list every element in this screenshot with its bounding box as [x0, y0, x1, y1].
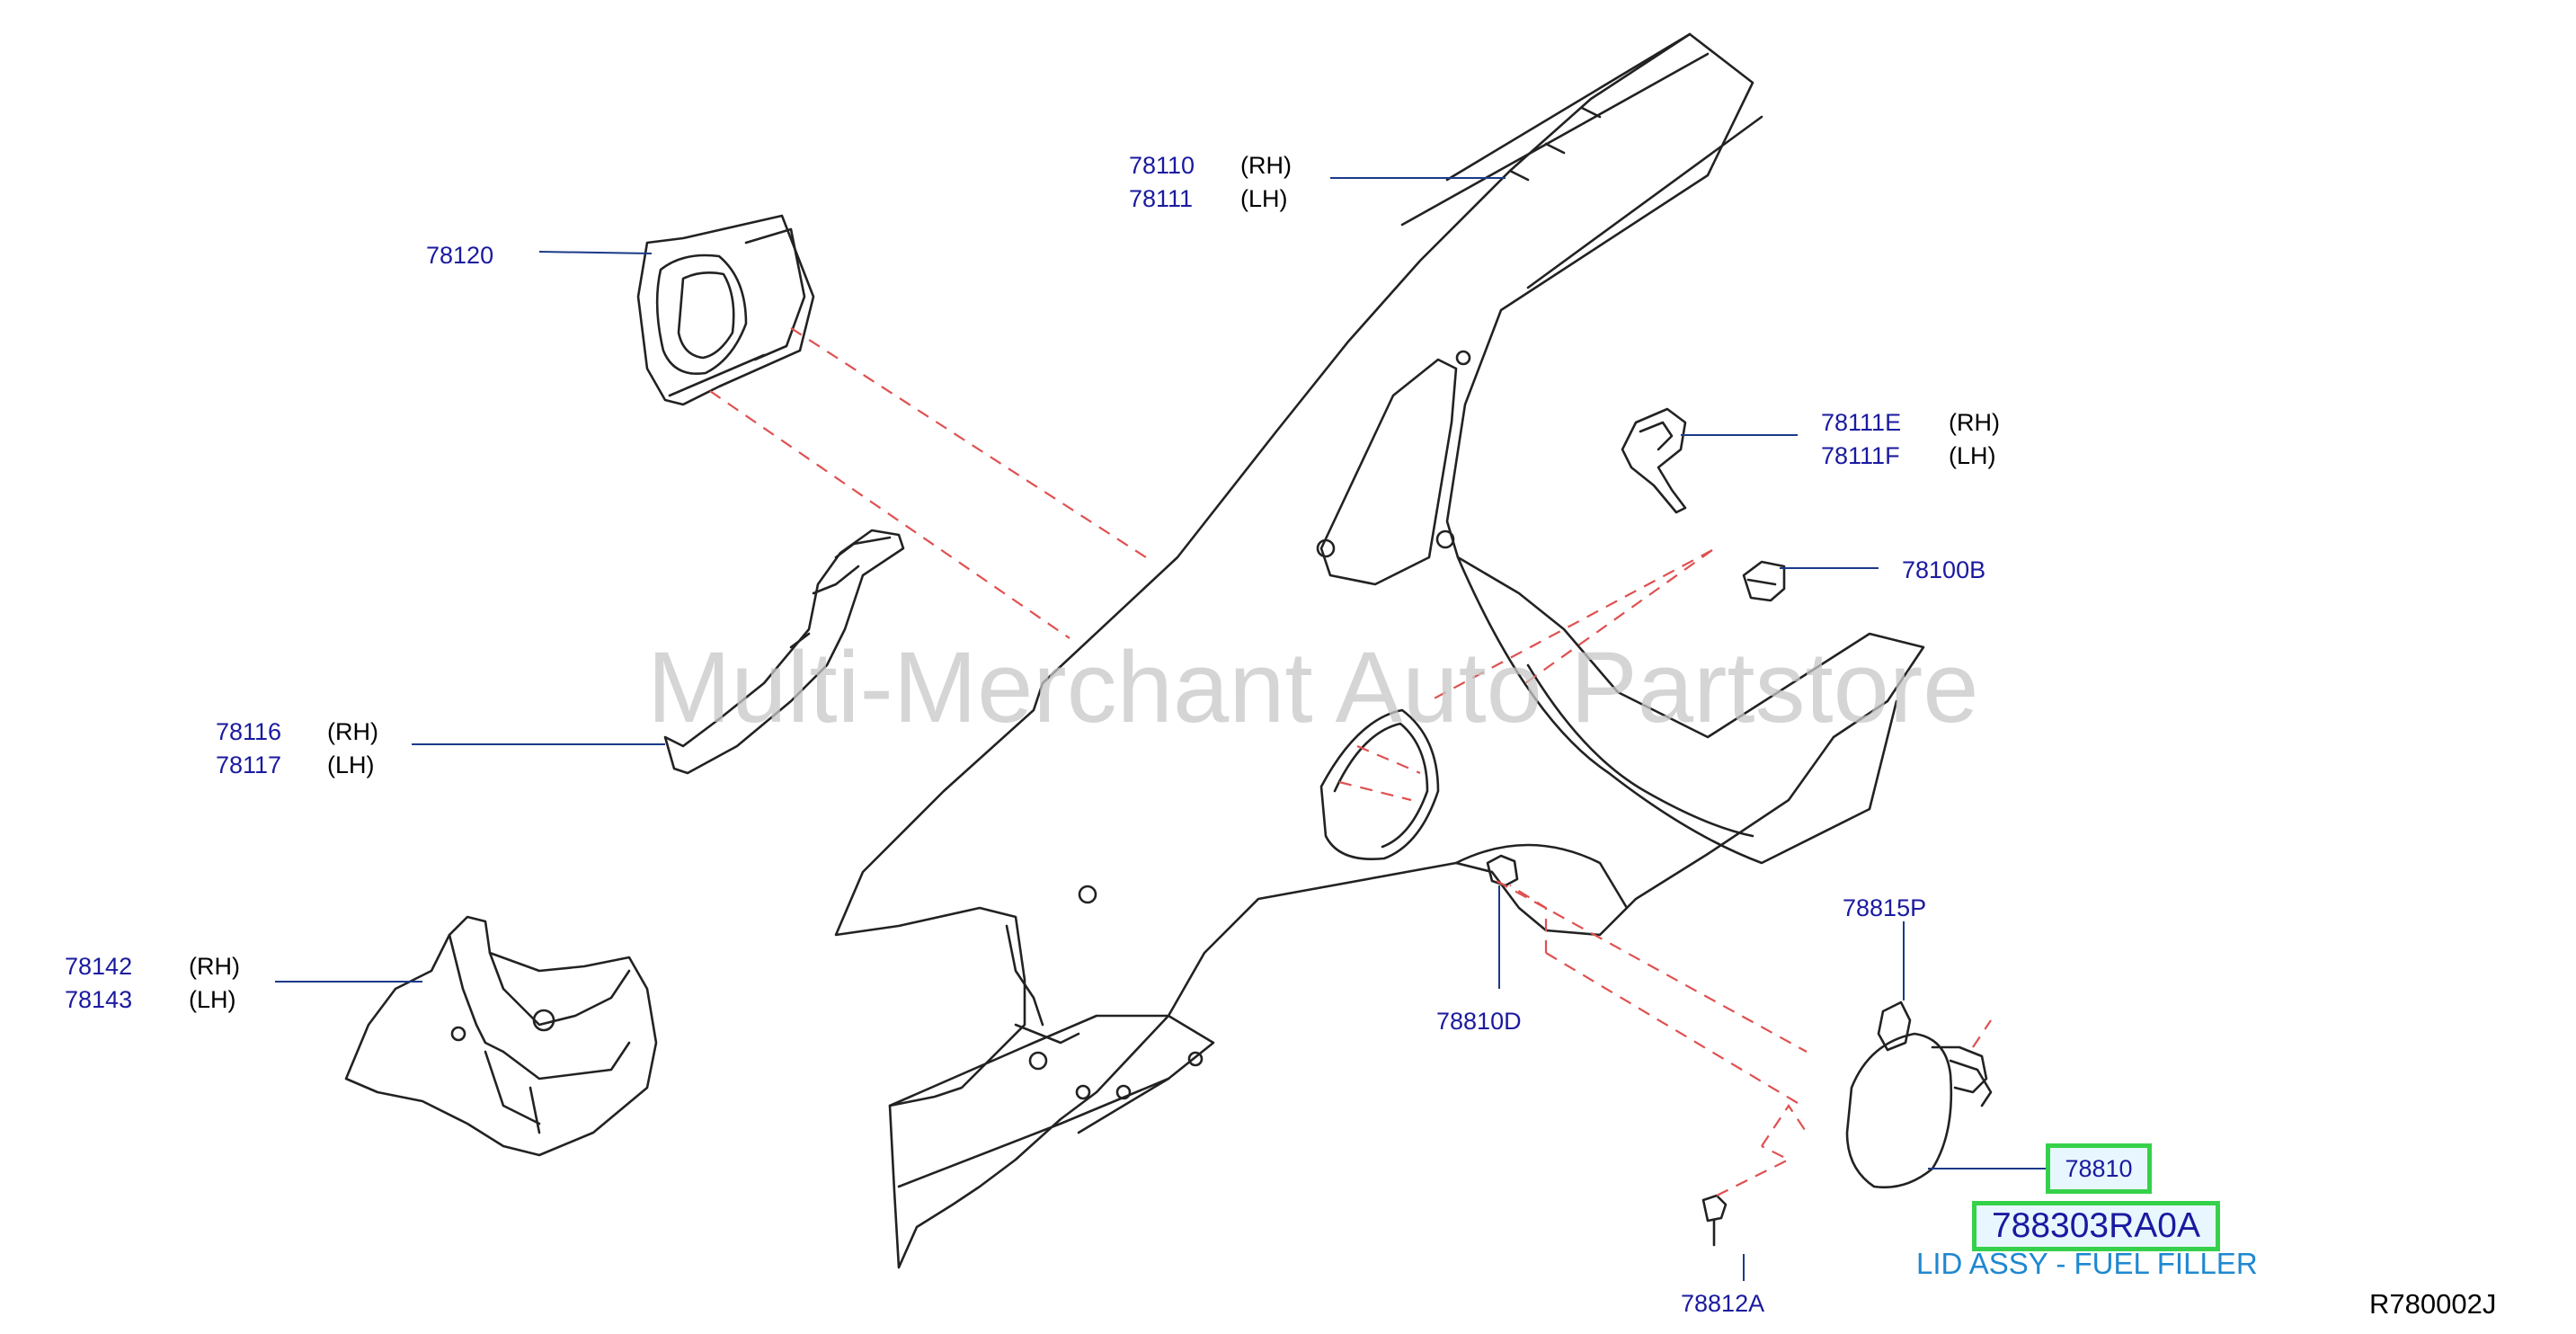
quarter-panel-outer [834, 32, 1925, 1269]
part-number[interactable]: 78116 [216, 718, 282, 745]
pillar-edge [1445, 32, 1692, 182]
mount-hole [1316, 538, 1336, 558]
wheel-arch-inner [1526, 663, 1754, 838]
clip-78815P [1877, 1000, 1912, 1052]
mount-hole [1455, 350, 1471, 366]
fuel-lid-78810 [1845, 1032, 1993, 1189]
pillar-tab [1508, 106, 1602, 182]
part-number[interactable]: 78810D [1436, 1008, 1522, 1035]
callout-78810D: 78810D [1436, 1005, 1522, 1038]
assembly-line [1338, 780, 1412, 802]
part-number[interactable]: 78120 [426, 242, 494, 269]
assembly-line [790, 327, 1147, 558]
leader-78120 [538, 251, 653, 254]
assembly-line [1545, 952, 1803, 1107]
fuel-filler-opening-inner [1333, 722, 1429, 849]
assembly-line [1356, 744, 1421, 775]
part-number[interactable]: 78111 [1129, 185, 1194, 212]
lower-rocker [897, 1077, 1170, 1188]
side-label: (RH) [1949, 409, 2000, 436]
bracket-78111E [1621, 407, 1687, 514]
assembly-line [1972, 1019, 1992, 1048]
part-number[interactable]: 78110 [1129, 152, 1195, 179]
filler-pocket-78120 [636, 214, 815, 406]
callout-78142: 78142 (RH) 78143 (LH) [65, 950, 240, 1017]
pillar-edge-2 [1400, 52, 1710, 227]
body-bracket-2 [1014, 1023, 1080, 1045]
assembly-line [1716, 1145, 1791, 1196]
side-label: (LH) [327, 751, 375, 778]
wheel-arch [1456, 556, 1898, 865]
screw-78812A [1701, 1194, 1728, 1247]
assembly-line [1496, 880, 1808, 1053]
side-label: (RH) [1240, 152, 1292, 179]
assembly-line [1509, 885, 1548, 953]
mount-hole [1435, 529, 1455, 549]
extension-78116 [663, 529, 905, 775]
fuel-filler-opening [1319, 708, 1440, 860]
mount-hole [1075, 1084, 1091, 1100]
part-number[interactable]: 78143 [65, 986, 133, 1013]
highlight-part-number[interactable]: 788303RA0A [1972, 1201, 2220, 1251]
callout-78110: 78110 (RH) 78111 (LH) [1129, 149, 1292, 216]
part-number[interactable]: 78111F [1821, 442, 1900, 469]
mount-hole [1078, 885, 1097, 904]
side-label: (LH) [1949, 442, 1996, 469]
part-description: LID ASSY - FUEL FILLER [1916, 1247, 2258, 1280]
assembly-line [709, 390, 1070, 639]
lower-rear-panel [888, 1014, 1215, 1134]
part-number[interactable]: 78100B [1902, 556, 1986, 583]
part-number[interactable]: 78142 [65, 953, 133, 980]
callout-78111E: 78111E (RH) 78111F (LH) [1821, 406, 2000, 473]
callout-78116: 78116 (RH) 78117 (LH) [216, 716, 378, 782]
lower-assembly-78142 [344, 915, 658, 1157]
mount-hole [1115, 1084, 1132, 1100]
callout-78812A: 78812A [1681, 1287, 1764, 1321]
callout-78100B: 78100B [1902, 554, 1985, 587]
arch-flange [1454, 843, 1629, 910]
highlight-ref-number[interactable]: 78810 [2046, 1143, 2152, 1194]
body-bracket [1005, 924, 1044, 1027]
side-label: (RH) [189, 953, 240, 980]
side-label: (LH) [189, 986, 236, 1013]
assembly-line [1428, 549, 1713, 702]
pillar-edge-3 [1526, 115, 1763, 289]
part-number[interactable]: 78117 [216, 751, 282, 778]
quarter-window-opening [1319, 358, 1458, 586]
mount-hole [1028, 1051, 1048, 1071]
assembly-line [1761, 1104, 1808, 1147]
part-number[interactable]: 78812A [1681, 1290, 1765, 1317]
mount-hole [1187, 1051, 1204, 1067]
callout-78120: 78120 [426, 239, 493, 272]
clip-78100B [1742, 560, 1786, 602]
assembly-line [1518, 549, 1713, 689]
diagram-reference: R780002J [2369, 1288, 2497, 1320]
side-label: (LH) [1240, 185, 1288, 212]
part-number[interactable]: 78815P [1843, 894, 1927, 921]
side-label: (RH) [327, 718, 378, 745]
callout-78815P: 78815P [1843, 892, 1926, 925]
part-number[interactable]: 78111E [1821, 409, 1902, 436]
grommet-78810D [1486, 854, 1519, 887]
